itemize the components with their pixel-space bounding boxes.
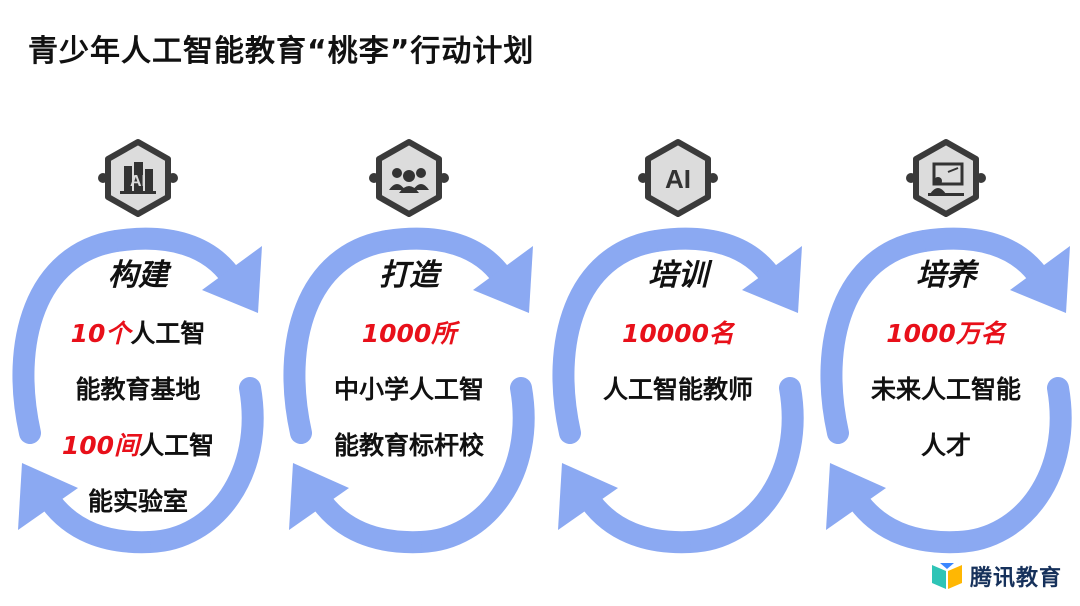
card-heading: 培训 — [648, 258, 708, 293]
card-line: 人工智能教师 — [602, 375, 753, 404]
plan-card-create: 打造 1000所 中小学人工智 能教育标杆校 — [281, 138, 537, 558]
card-line: 中小学人工智 — [333, 375, 484, 404]
card-line: 能教育标杆校 — [333, 431, 484, 460]
card-line: 10个人工智 — [70, 319, 206, 348]
logo-text: 腾讯教育 — [969, 566, 1062, 591]
tencent-education-logo-icon — [931, 563, 962, 589]
svg-text:AI: AI — [665, 164, 691, 194]
ai-building-icon: AI — [120, 162, 156, 194]
svg-text:AI: AI — [130, 173, 146, 190]
cycle-arrows — [12, 227, 264, 554]
badge-ai-building: AI — [96, 138, 180, 218]
card-line: 能教育基地 — [75, 375, 201, 404]
page-title: 青少年人工智能教育“桃李”行动计划 — [28, 34, 535, 69]
badge-ai: AI — [636, 138, 720, 218]
teacher-board-icon — [928, 162, 964, 196]
card-line: 1000万名 — [886, 319, 1006, 348]
card-heading: 培养 — [916, 258, 976, 293]
cycle-arrows — [283, 227, 535, 554]
cycle-arrows — [820, 227, 1072, 554]
ai-text-icon: AI — [665, 164, 691, 194]
card-heading: 构建 — [108, 258, 168, 293]
people-icon — [389, 168, 429, 193]
badge-teacher — [904, 138, 988, 218]
plan-card-train: AI 培训 10000名 人工智能教师 — [550, 138, 806, 558]
tencent-education-logo: 腾讯教育 — [930, 560, 1062, 592]
card-line: 未来人工智能 — [870, 375, 1021, 404]
badge-people — [367, 138, 451, 218]
card-line: 100间人工智 — [61, 431, 215, 460]
plan-card-cultivate: 培养 1000万名 未来人工智能 人才 — [818, 138, 1074, 558]
card-line: 10000名 — [622, 319, 734, 348]
plan-card-build: AI 构建 10个人工智 能教育基地 100间人工智 能实验室 — [10, 138, 266, 558]
card-line: 人才 — [920, 431, 971, 460]
card-line: 1000所 — [361, 319, 457, 348]
card-line: 能实验室 — [87, 487, 188, 516]
card-heading: 打造 — [379, 258, 439, 293]
cycle-arrows — [552, 227, 804, 554]
